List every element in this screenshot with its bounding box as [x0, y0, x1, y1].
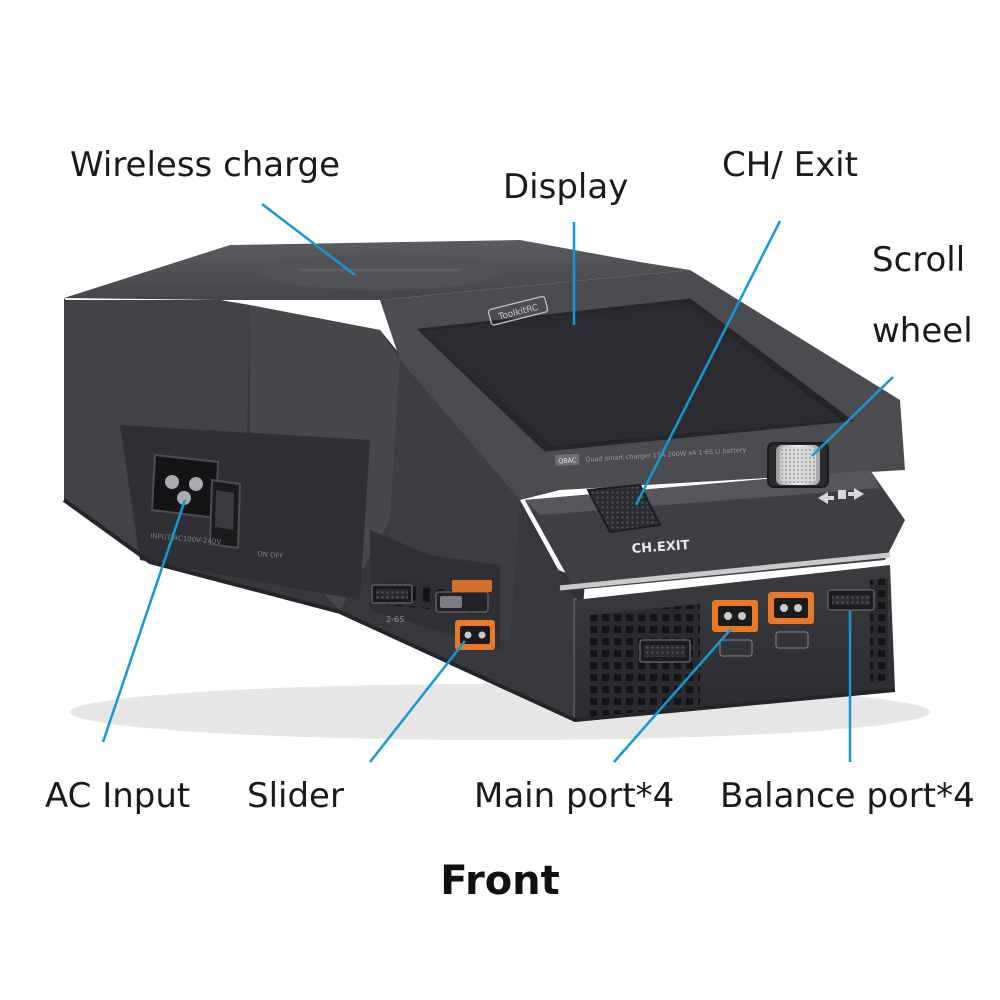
leader-slider: [369, 640, 466, 763]
ac-input-panel: [120, 425, 370, 600]
label-main-port: Main port*4: [474, 776, 675, 816]
side-port-top-glow: [452, 580, 492, 592]
main-port-2: [768, 592, 814, 624]
display-glass: [430, 306, 842, 446]
leader-main-port: [613, 628, 732, 763]
switch-label: ON OFF: [257, 550, 284, 560]
side-port-label: 2-6S: [386, 615, 404, 624]
direction-arrows-icon: [818, 488, 864, 504]
wireless-pad: [260, 254, 500, 290]
model-badge-text: Q8AC: [558, 456, 577, 465]
port-polarity-mark-2: [775, 631, 809, 649]
ac-input-socket[interactable]: [165, 475, 203, 505]
bottom-edge: [62, 498, 896, 723]
side-balance-port: [371, 584, 413, 604]
label-ch-exit: CH/ Exit: [722, 145, 858, 185]
main-port-1: [712, 600, 758, 632]
balance-port-left: [639, 639, 691, 663]
balance-port-front: [827, 589, 875, 611]
power-switch[interactable]: [208, 478, 242, 550]
label-slider: Slider: [247, 776, 344, 816]
label-wheel: wheel: [872, 311, 973, 351]
slider-control[interactable]: [435, 591, 489, 613]
label-wireless-charge: Wireless charge: [70, 145, 341, 185]
leader-ac-input: [101, 499, 187, 743]
silver-trim: [559, 552, 891, 591]
label-display: Display: [503, 167, 629, 207]
port-polarity-mark-1: [719, 639, 753, 657]
label-balance-port: Balance port*4: [720, 776, 975, 816]
ch-exit-button-label: CH.EXIT: [631, 538, 690, 557]
ch-exit-button[interactable]: [586, 483, 662, 534]
leader-scroll-wheel: [811, 376, 894, 457]
view-caption: Front: [440, 858, 560, 904]
label-ac-input: AC Input: [45, 776, 191, 816]
leader-ch-exit: [634, 220, 782, 506]
leader-wireless-charge: [261, 203, 356, 276]
label-scroll: Scroll: [872, 240, 966, 280]
